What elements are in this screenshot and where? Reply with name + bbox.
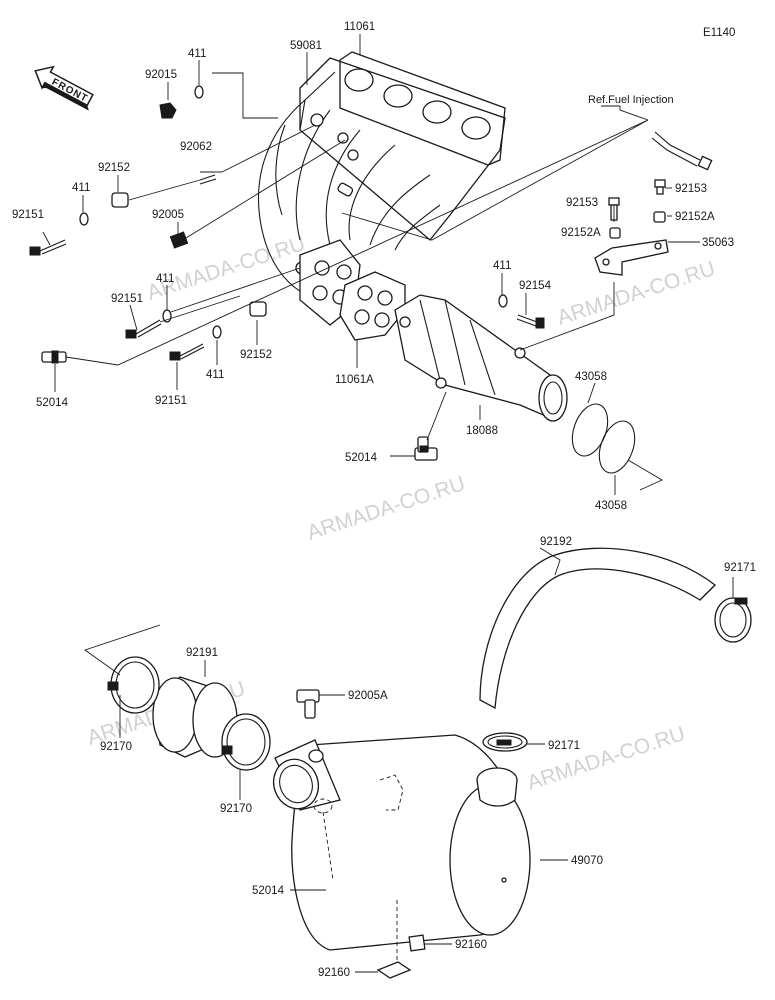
fuel-injection-hose xyxy=(651,131,713,171)
gasket-11061 xyxy=(339,51,506,166)
leader-lines xyxy=(42,34,734,973)
clamp-92171-a-screw xyxy=(734,597,748,605)
label-92160-a: 92160 xyxy=(455,939,487,951)
clamp-92170-a-screw xyxy=(107,681,119,691)
muffler-49070 xyxy=(272,734,531,951)
label-92170-b: 92170 xyxy=(220,803,252,815)
bolt-92151-c xyxy=(169,343,205,361)
label-43058-b: 43058 xyxy=(595,500,627,512)
bolt-92151-a xyxy=(29,239,67,256)
watermark-3: ARMADA-CO.RU xyxy=(304,472,468,545)
label-92005A: 92005A xyxy=(348,690,388,702)
label-92151-b: 92151 xyxy=(111,293,143,305)
o-ring-43058-b xyxy=(598,420,636,474)
pad-92160-b xyxy=(376,961,412,979)
nut-92015 xyxy=(159,102,177,119)
label-92153-b: 92153 xyxy=(675,183,707,195)
label-52014-b: 52014 xyxy=(345,452,378,464)
label-52014-c: 52014 xyxy=(252,885,285,897)
exhaust-pipe-18088 xyxy=(394,294,568,422)
label-92152A-b: 92152A xyxy=(675,211,715,223)
label-92154: 92154 xyxy=(519,280,552,292)
label-11061A: 11061A xyxy=(335,374,374,386)
label-92171-b: 92171 xyxy=(548,740,580,752)
washer-411-b xyxy=(79,212,89,226)
label-92015: 92015 xyxy=(145,69,177,81)
label-92151-c: 92151 xyxy=(155,395,187,407)
label-411-a: 411 xyxy=(188,48,206,60)
bolt-92062 xyxy=(199,174,217,185)
label-92152A-a: 92152A xyxy=(561,227,601,239)
collar-92152A-a xyxy=(609,227,621,239)
washer-411-a xyxy=(194,85,204,99)
label-92192: 92192 xyxy=(540,536,572,548)
clamp-92170-b-inner xyxy=(226,718,266,766)
collar-92152-b xyxy=(249,301,267,317)
label-92170-a: 92170 xyxy=(100,741,132,753)
label-411-e: 411 xyxy=(493,260,511,272)
clamp-92171-a-inner xyxy=(719,602,747,638)
fitting-92005A xyxy=(296,689,320,719)
label-92153-a: 92153 xyxy=(566,197,598,209)
diagram-code: E1140 xyxy=(703,27,735,39)
label-92152-a: 92152 xyxy=(98,162,130,174)
fitting-52014-b xyxy=(414,436,438,461)
label-52014-a: 52014 xyxy=(36,397,69,409)
label-11061: 11061 xyxy=(344,21,375,33)
label-59081: 59081 xyxy=(290,40,322,52)
clamp-92170-b-screw xyxy=(221,745,233,755)
label-92171-a: 92171 xyxy=(724,562,756,574)
label-92191: 92191 xyxy=(186,647,218,659)
label-411-c: 411 xyxy=(156,273,174,285)
watermark-2: ARMADA-CO.RU xyxy=(554,257,718,330)
label-411-b: 411 xyxy=(72,182,90,194)
label-92005: 92005 xyxy=(152,209,184,221)
watermark-1: ARMADA-CO.RU xyxy=(144,232,308,305)
label-ref-fuel-injection: Ref.Fuel Injection xyxy=(588,94,674,106)
watermark-5: ARMADA-CO.RU xyxy=(524,722,688,795)
bolt-92151-b xyxy=(125,319,162,339)
label-92152-b: 92152 xyxy=(240,349,272,361)
hose-92192 xyxy=(479,547,716,710)
pad-92160-a xyxy=(408,934,426,952)
part-labels: 11061 59081 411 92015 92062 92152 411 92… xyxy=(12,21,756,979)
clamp-92171-b-screw xyxy=(496,739,512,746)
washer-411-d xyxy=(212,325,222,339)
exhaust-manifold xyxy=(258,57,506,326)
bolt-92153-b xyxy=(654,179,666,195)
bracket-35063 xyxy=(594,239,669,276)
front-arrow: FRONT xyxy=(34,65,94,111)
collar-92152A-b xyxy=(653,211,666,223)
o-ring-43058-a xyxy=(571,403,609,457)
label-92062: 92062 xyxy=(180,141,212,153)
gasket-11061A xyxy=(339,271,406,341)
washer-411-e xyxy=(498,294,508,308)
label-35063: 35063 xyxy=(702,237,734,249)
fitting-52014-a xyxy=(41,350,67,364)
label-43058-a: 43058 xyxy=(575,371,607,383)
label-18088: 18088 xyxy=(466,425,498,437)
label-92151-a: 92151 xyxy=(12,209,44,221)
label-49070: 49070 xyxy=(571,855,603,867)
clamp-92171-b-inner xyxy=(487,735,523,749)
collar-92152-a xyxy=(111,192,129,208)
label-92160-b: 92160 xyxy=(318,967,350,979)
bolt-92154 xyxy=(516,314,545,329)
label-411-d: 411 xyxy=(206,369,224,381)
clamp-92170-b xyxy=(221,713,271,771)
stud-92005 xyxy=(169,231,189,249)
